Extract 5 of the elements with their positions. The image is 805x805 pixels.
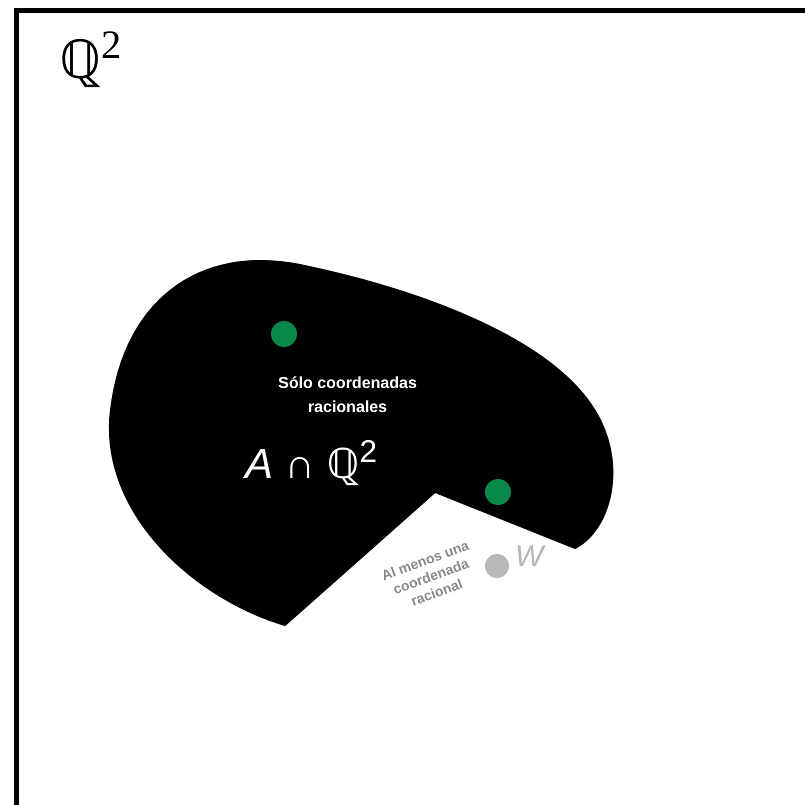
set-symbol: ℚ$^{2}$ xyxy=(59,33,122,87)
point-marker xyxy=(485,554,509,578)
set-frame xyxy=(14,8,805,805)
region-label: Sólo coordenadas racionales xyxy=(277,374,418,418)
point-label: W xyxy=(515,542,544,572)
